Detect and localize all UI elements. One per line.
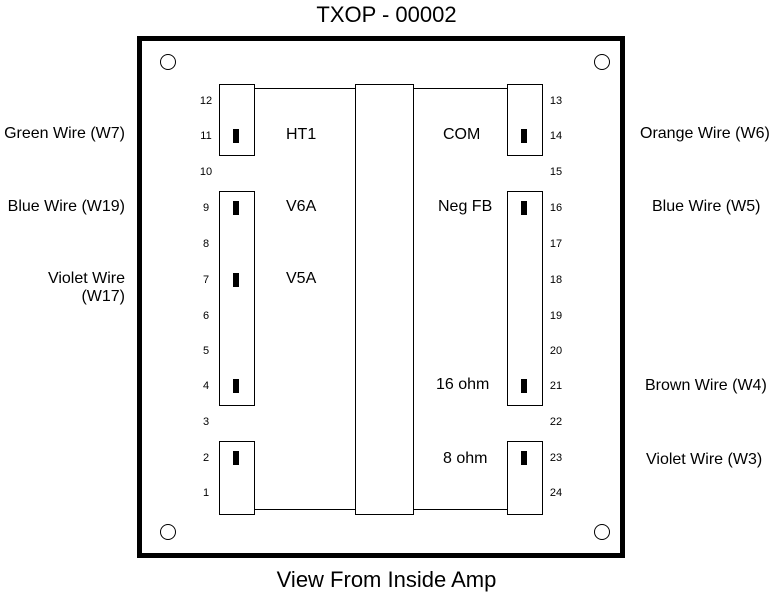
mounting-hole-bottom-left xyxy=(160,524,176,540)
pin-14 xyxy=(521,129,527,143)
label-com: COM xyxy=(443,126,481,143)
pin-number: 6 xyxy=(202,310,210,322)
pin-number: 18 xyxy=(549,274,563,286)
transformer-core xyxy=(355,84,414,515)
pin-21 xyxy=(521,379,527,393)
pin-number: 20 xyxy=(549,345,563,357)
pin-number: 7 xyxy=(202,274,210,286)
pin-4 xyxy=(233,379,239,393)
pin-number: 3 xyxy=(202,416,210,428)
wire-label-w7: Green Wire (W7) xyxy=(4,125,125,142)
wire-label-w17: Violet Wire (W17) xyxy=(47,270,125,305)
label-ht1: HT1 xyxy=(286,126,317,143)
pin-number: 4 xyxy=(202,380,210,392)
connector-left-top xyxy=(219,84,255,156)
label-neg-fb: Neg FB xyxy=(438,198,493,215)
pin-9 xyxy=(233,201,239,215)
pin-number: 22 xyxy=(549,416,563,428)
label-v5a: V5A xyxy=(286,270,317,287)
connector-right-middle xyxy=(507,191,543,406)
label-v6a: V6A xyxy=(286,198,317,215)
pin-number: 24 xyxy=(549,487,563,499)
frame-line-bottom-left xyxy=(254,509,356,510)
pin-16 xyxy=(521,201,527,215)
label-16-ohm: 16 ohm xyxy=(436,376,490,393)
diagram-title: TXOP - 00002 xyxy=(316,2,457,27)
mounting-hole-top-right xyxy=(594,54,610,70)
connector-left-middle xyxy=(219,191,255,406)
wire-label-w3: Violet Wire (W3) xyxy=(646,451,763,468)
pin-number: 5 xyxy=(202,345,210,357)
pin-number: 19 xyxy=(549,310,563,322)
pin-11 xyxy=(233,129,239,143)
mounting-hole-top-left xyxy=(160,54,176,70)
pin-number: 21 xyxy=(549,380,563,392)
pin-number: 12 xyxy=(199,95,213,107)
pin-number: 23 xyxy=(549,452,563,464)
pin-number: 1 xyxy=(202,487,210,499)
pin-number: 16 xyxy=(549,202,563,214)
pin-number: 14 xyxy=(549,130,563,142)
pin-7 xyxy=(233,273,239,287)
view-caption: View From Inside Amp xyxy=(276,567,497,592)
pin-number: 11 xyxy=(200,130,212,142)
frame-line-top-right xyxy=(413,88,508,89)
wire-label-w19: Blue Wire (W19) xyxy=(7,198,125,215)
pin-23 xyxy=(521,451,527,465)
pin-number: 8 xyxy=(202,238,210,250)
wire-label-w4: Brown Wire (W4) xyxy=(645,377,767,394)
wire-label-w6: Orange Wire (W6) xyxy=(640,125,770,142)
frame-line-top-left xyxy=(254,88,356,89)
label-8-ohm: 8 ohm xyxy=(443,450,488,467)
wire-label-w5: Blue Wire (W5) xyxy=(652,198,761,215)
pin-number: 17 xyxy=(549,238,563,250)
pin-number: 10 xyxy=(199,166,213,178)
frame-line-bottom-right xyxy=(413,509,508,510)
mounting-hole-bottom-right xyxy=(594,524,610,540)
pin-number: 2 xyxy=(202,452,210,464)
pin-number: 9 xyxy=(202,202,210,214)
connector-right-top xyxy=(507,84,543,156)
pin-number: 13 xyxy=(549,95,563,107)
pin-2 xyxy=(233,451,239,465)
pin-number: 15 xyxy=(549,166,563,178)
